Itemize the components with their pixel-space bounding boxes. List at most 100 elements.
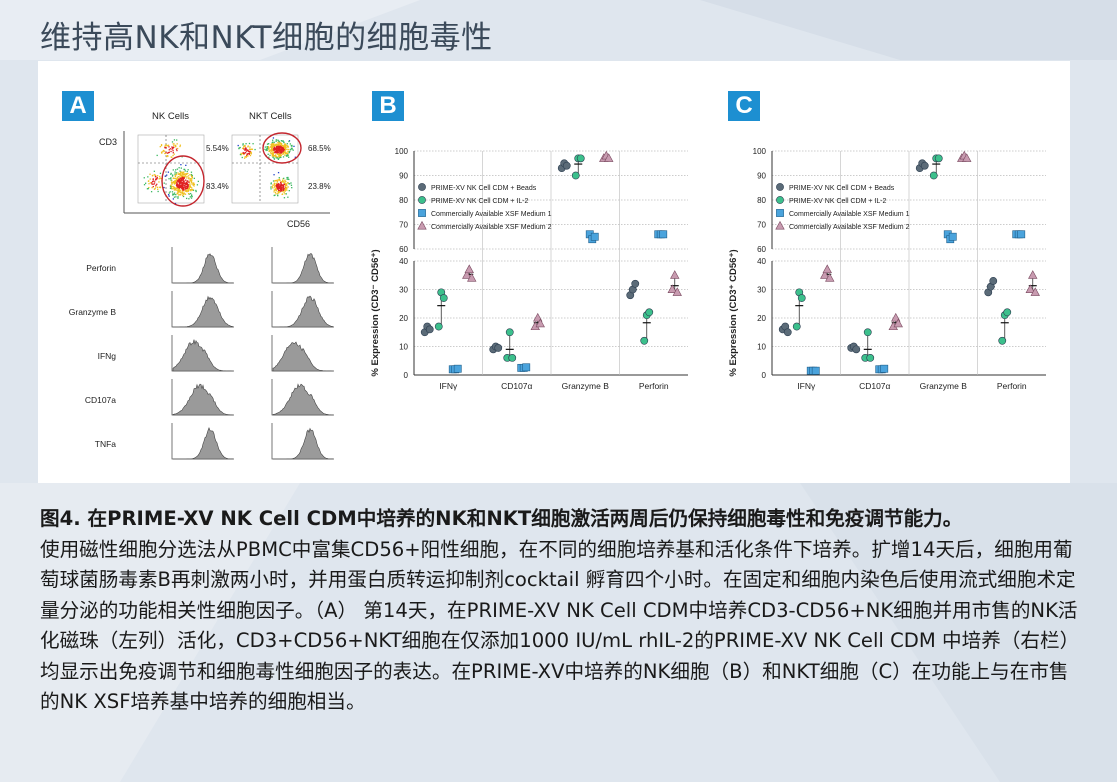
nk-event-dot [177, 189, 179, 191]
nkt-event-dot [272, 154, 274, 156]
nk-event-dot [172, 194, 174, 196]
nkt-event-dot [273, 149, 275, 151]
nkt-event-dot [279, 142, 281, 144]
nkt-event-dot [272, 180, 275, 182]
nkt-event-dot [277, 143, 279, 145]
nk-event-dot [163, 182, 165, 184]
nkt-event-dot [278, 192, 280, 194]
nk-event-dot [169, 148, 172, 150]
nk-event-dot [171, 183, 173, 185]
nk-event-dot [181, 192, 183, 194]
nk-event-dot [176, 143, 178, 145]
nk-event-dot [182, 177, 185, 179]
y-tick-label: 80 [399, 196, 408, 205]
nkt-histogram [272, 341, 334, 372]
nkt-event-dot [279, 188, 282, 190]
nkt-event-dot [275, 154, 277, 156]
nkt-event-dot [270, 183, 272, 185]
nkt-event-dot [294, 156, 296, 158]
nk-event-dot [182, 194, 184, 197]
nkt-event-dot [283, 177, 285, 180]
nkt-event-dot [278, 153, 280, 155]
nk-event-dot [181, 171, 183, 173]
data-point [670, 270, 680, 279]
nkt-histogram [272, 383, 334, 416]
nk-event-dot [179, 184, 181, 186]
nkt-event-dot [274, 185, 276, 187]
nkt-event-dot [280, 146, 283, 148]
nkt-event-dot [275, 151, 277, 154]
nk-event-dot [177, 179, 180, 182]
x-tick-label: Perforin [639, 381, 669, 391]
nkt-event-dot [284, 189, 287, 191]
panel-a-flow-cytometry: NK Cells NKT Cells CD3 CD56 5.54% 83.4% … [69, 111, 334, 460]
nk-event-dot [169, 187, 172, 189]
panel-c-chart: % Expression (CD3⁺ CD56⁺)607080901000102… [728, 147, 1046, 391]
nkt-event-dot [276, 179, 278, 182]
nkt-event-dot [271, 155, 273, 157]
nk-event-dot [155, 184, 157, 187]
nk-event-dot [178, 187, 180, 189]
nk-event-dot [185, 173, 188, 176]
nkt-event-dot [269, 152, 272, 154]
nk-event-dot [176, 147, 179, 150]
y-tick-label: 70 [757, 221, 766, 230]
nkt-event-dot [280, 187, 282, 189]
nk-event-dot [175, 148, 178, 150]
data-point [998, 336, 1007, 345]
nkt-event-dot [273, 154, 275, 157]
nkt-event-dot [278, 150, 280, 152]
nk-event-dot [176, 183, 178, 186]
nk-event-dot [177, 187, 179, 189]
nk-event-dot [178, 178, 181, 181]
nk-event-dot [166, 174, 168, 176]
nkt-event-dot [277, 192, 279, 195]
nkt-event-dot [243, 157, 246, 159]
nk-event-dot [191, 182, 193, 184]
nk-event-dot [189, 180, 191, 182]
nkt-event-dot [280, 144, 283, 147]
nkt-event-dot [246, 153, 249, 155]
nk-event-dot [179, 144, 182, 146]
nkt-event-dot [288, 151, 290, 153]
y-tick-label: 20 [757, 314, 766, 323]
y-axis-label: % Expression (CD3⁺ CD56⁺) [728, 249, 739, 376]
nkt-histogram [272, 295, 334, 328]
nkt-event-dot [270, 186, 272, 188]
nkt-event-dot [265, 148, 268, 151]
nkt-event-dot [250, 153, 252, 155]
nk-event-dot [173, 196, 176, 198]
data-point [462, 270, 472, 279]
nkt-event-dot [287, 182, 290, 184]
nk-event-dot [176, 186, 179, 188]
nkt-event-dot [279, 153, 281, 155]
nkt-event-dot [281, 180, 284, 182]
nkt-event-dot [273, 148, 275, 151]
data-point [820, 270, 830, 279]
nkt-event-dot [277, 186, 279, 188]
nkt-event-dot [286, 178, 288, 180]
nkt-event-dot [291, 148, 293, 150]
nk-event-dot [180, 179, 183, 181]
nkt-event-dot [288, 140, 290, 143]
nk-event-dot [180, 173, 182, 175]
nkt-event-dot [284, 144, 287, 147]
nkt-event-dot [274, 180, 277, 182]
nkt-event-dot [266, 149, 269, 151]
nk-event-dot [190, 195, 193, 197]
data-point [1030, 287, 1040, 296]
nk-event-dot [181, 189, 183, 192]
nkt-event-dot [279, 145, 281, 147]
nk-event-dot [189, 186, 191, 188]
nk-event-dot [190, 190, 192, 192]
nkt-event-dot [278, 183, 280, 185]
nkt-event-dot [280, 149, 282, 152]
nk-event-dot [185, 189, 187, 191]
nk-event-dot [159, 146, 161, 148]
nk-event-dot [179, 145, 181, 148]
nkt-event-dot [273, 155, 275, 157]
nkt-event-dot [281, 193, 284, 195]
nkt-event-dot [280, 190, 282, 193]
nkt-event-dot [277, 185, 280, 187]
nk-event-dot [179, 182, 181, 185]
